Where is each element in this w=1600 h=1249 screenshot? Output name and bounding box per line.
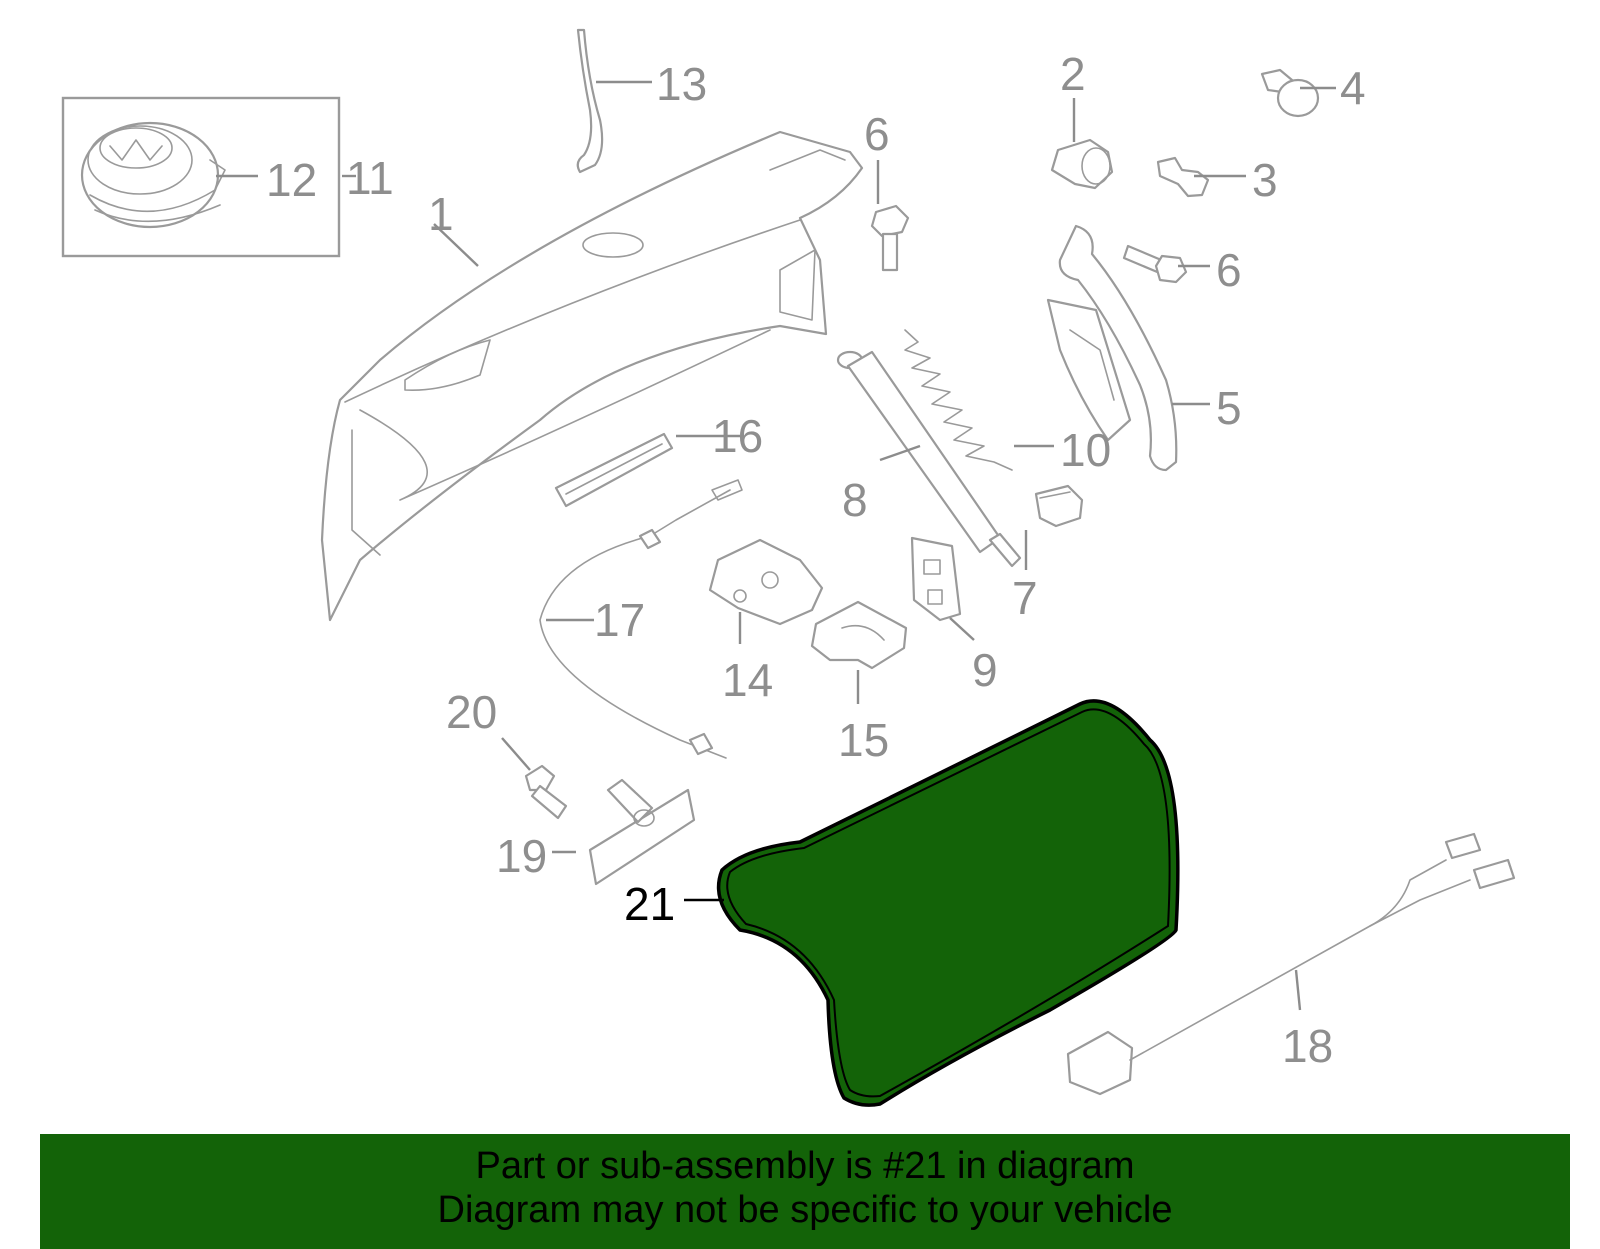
- part-8-gas-strut[interactable]: [836, 350, 1022, 568]
- callout-5: 5: [1216, 382, 1242, 434]
- callout-14: 14: [722, 654, 773, 706]
- part-3-key[interactable]: [1156, 156, 1210, 198]
- banner-line-1: Part or sub-assembly is #21 in diagram: [475, 1145, 1135, 1187]
- part-19-mount-plate[interactable]: [588, 778, 696, 886]
- part-6-bolt-top[interactable]: [870, 204, 910, 272]
- leader-lines: [216, 80, 1336, 1011]
- callout-17: 17: [594, 594, 645, 646]
- callout-6-top: 6: [864, 108, 890, 160]
- callout-6-right: 6: [1216, 244, 1242, 296]
- part-15-striker[interactable]: [810, 600, 908, 670]
- part-18-wire-harness[interactable]: [1066, 832, 1516, 1096]
- part-12-emblem-camera[interactable]: [80, 121, 226, 229]
- part-21-weatherstrip-highlighted[interactable]: [716, 699, 1180, 1107]
- part-4-clip[interactable]: [1260, 68, 1320, 118]
- callout-18: 18: [1282, 1020, 1333, 1072]
- part-7-bumper[interactable]: [1034, 484, 1084, 528]
- callout-1: 1: [428, 188, 454, 240]
- info-banner: Part or sub-assembly is #21 in diagram D…: [40, 1134, 1570, 1249]
- part-10-spring[interactable]: [904, 329, 1013, 471]
- callout-13: 13: [656, 58, 707, 110]
- part-6-bolt-right[interactable]: [1122, 244, 1188, 284]
- banner-line-2: Diagram may not be specific to your vehi…: [437, 1189, 1173, 1231]
- callout-8: 8: [842, 474, 868, 526]
- callout-11: 11: [346, 152, 394, 204]
- part-5-hinge[interactable]: [1046, 224, 1178, 472]
- callout-3: 3: [1252, 154, 1278, 206]
- part-14-latch[interactable]: [708, 538, 824, 626]
- callout-9: 9: [972, 644, 998, 696]
- callout-20: 20: [446, 686, 497, 738]
- part-13-drain-tube[interactable]: [576, 28, 604, 174]
- callout-21-highlighted: 21: [624, 878, 675, 930]
- callout-2: 2: [1060, 48, 1086, 100]
- part-2-lock-cylinder[interactable]: [1050, 138, 1114, 190]
- callout-15: 15: [838, 714, 889, 766]
- callout-19: 19: [496, 830, 547, 882]
- part-9-bracket[interactable]: [910, 536, 962, 622]
- inset-box-11: [61, 96, 341, 258]
- part-16-trim-strip[interactable]: [554, 432, 674, 508]
- callout-4: 4: [1340, 62, 1366, 114]
- callout-10: 10: [1060, 424, 1111, 476]
- callout-12: 12: [266, 154, 317, 206]
- part-1-trunk-lid[interactable]: [320, 130, 864, 622]
- callout-16: 16: [712, 410, 763, 462]
- callout-7: 7: [1012, 572, 1038, 624]
- part-20-bolt[interactable]: [524, 764, 568, 820]
- part-17-release-cable[interactable]: [539, 479, 743, 759]
